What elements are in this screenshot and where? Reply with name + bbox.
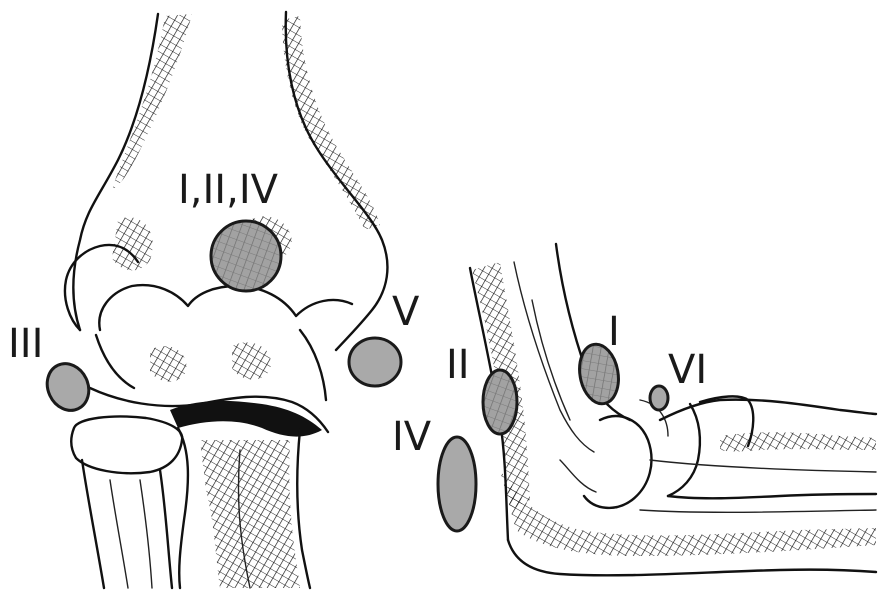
radial-head [71,416,182,473]
forearm-hatching [200,440,300,588]
humerus-shaft-left-edge [73,14,158,330]
capitulum [96,330,326,400]
marker-side-right [650,386,668,410]
side-view: II I IV VI [392,244,876,575]
label-front-top-center: I,II,IV [178,167,279,213]
humerus-hatching-left [112,14,192,190]
marker-front-left [40,357,97,417]
label-front-left: III [8,321,43,367]
side-radius-bottom [668,494,876,498]
marker-front-top-center [211,221,281,291]
label-side-lower: IV [392,414,432,460]
marker-front-right [349,338,401,386]
marker-side-posterior [483,370,517,434]
humerus-hatching-right [282,16,380,230]
label-front-right: V [392,289,420,335]
front-view: I,II,IV III V [8,12,420,588]
label-side-right: VI [668,347,707,393]
marker-side-lower [438,437,476,531]
label-side-anterior: I [608,309,620,355]
side-radius-head [668,404,700,496]
radius-shaft [82,460,172,588]
label-side-posterior: II [446,342,470,388]
side-radius-hatching [720,432,876,451]
side-forearm-lines [640,460,876,512]
side-trochlea [584,416,651,508]
trochlea-outline [99,285,352,330]
side-trochlear-notch [560,400,668,492]
